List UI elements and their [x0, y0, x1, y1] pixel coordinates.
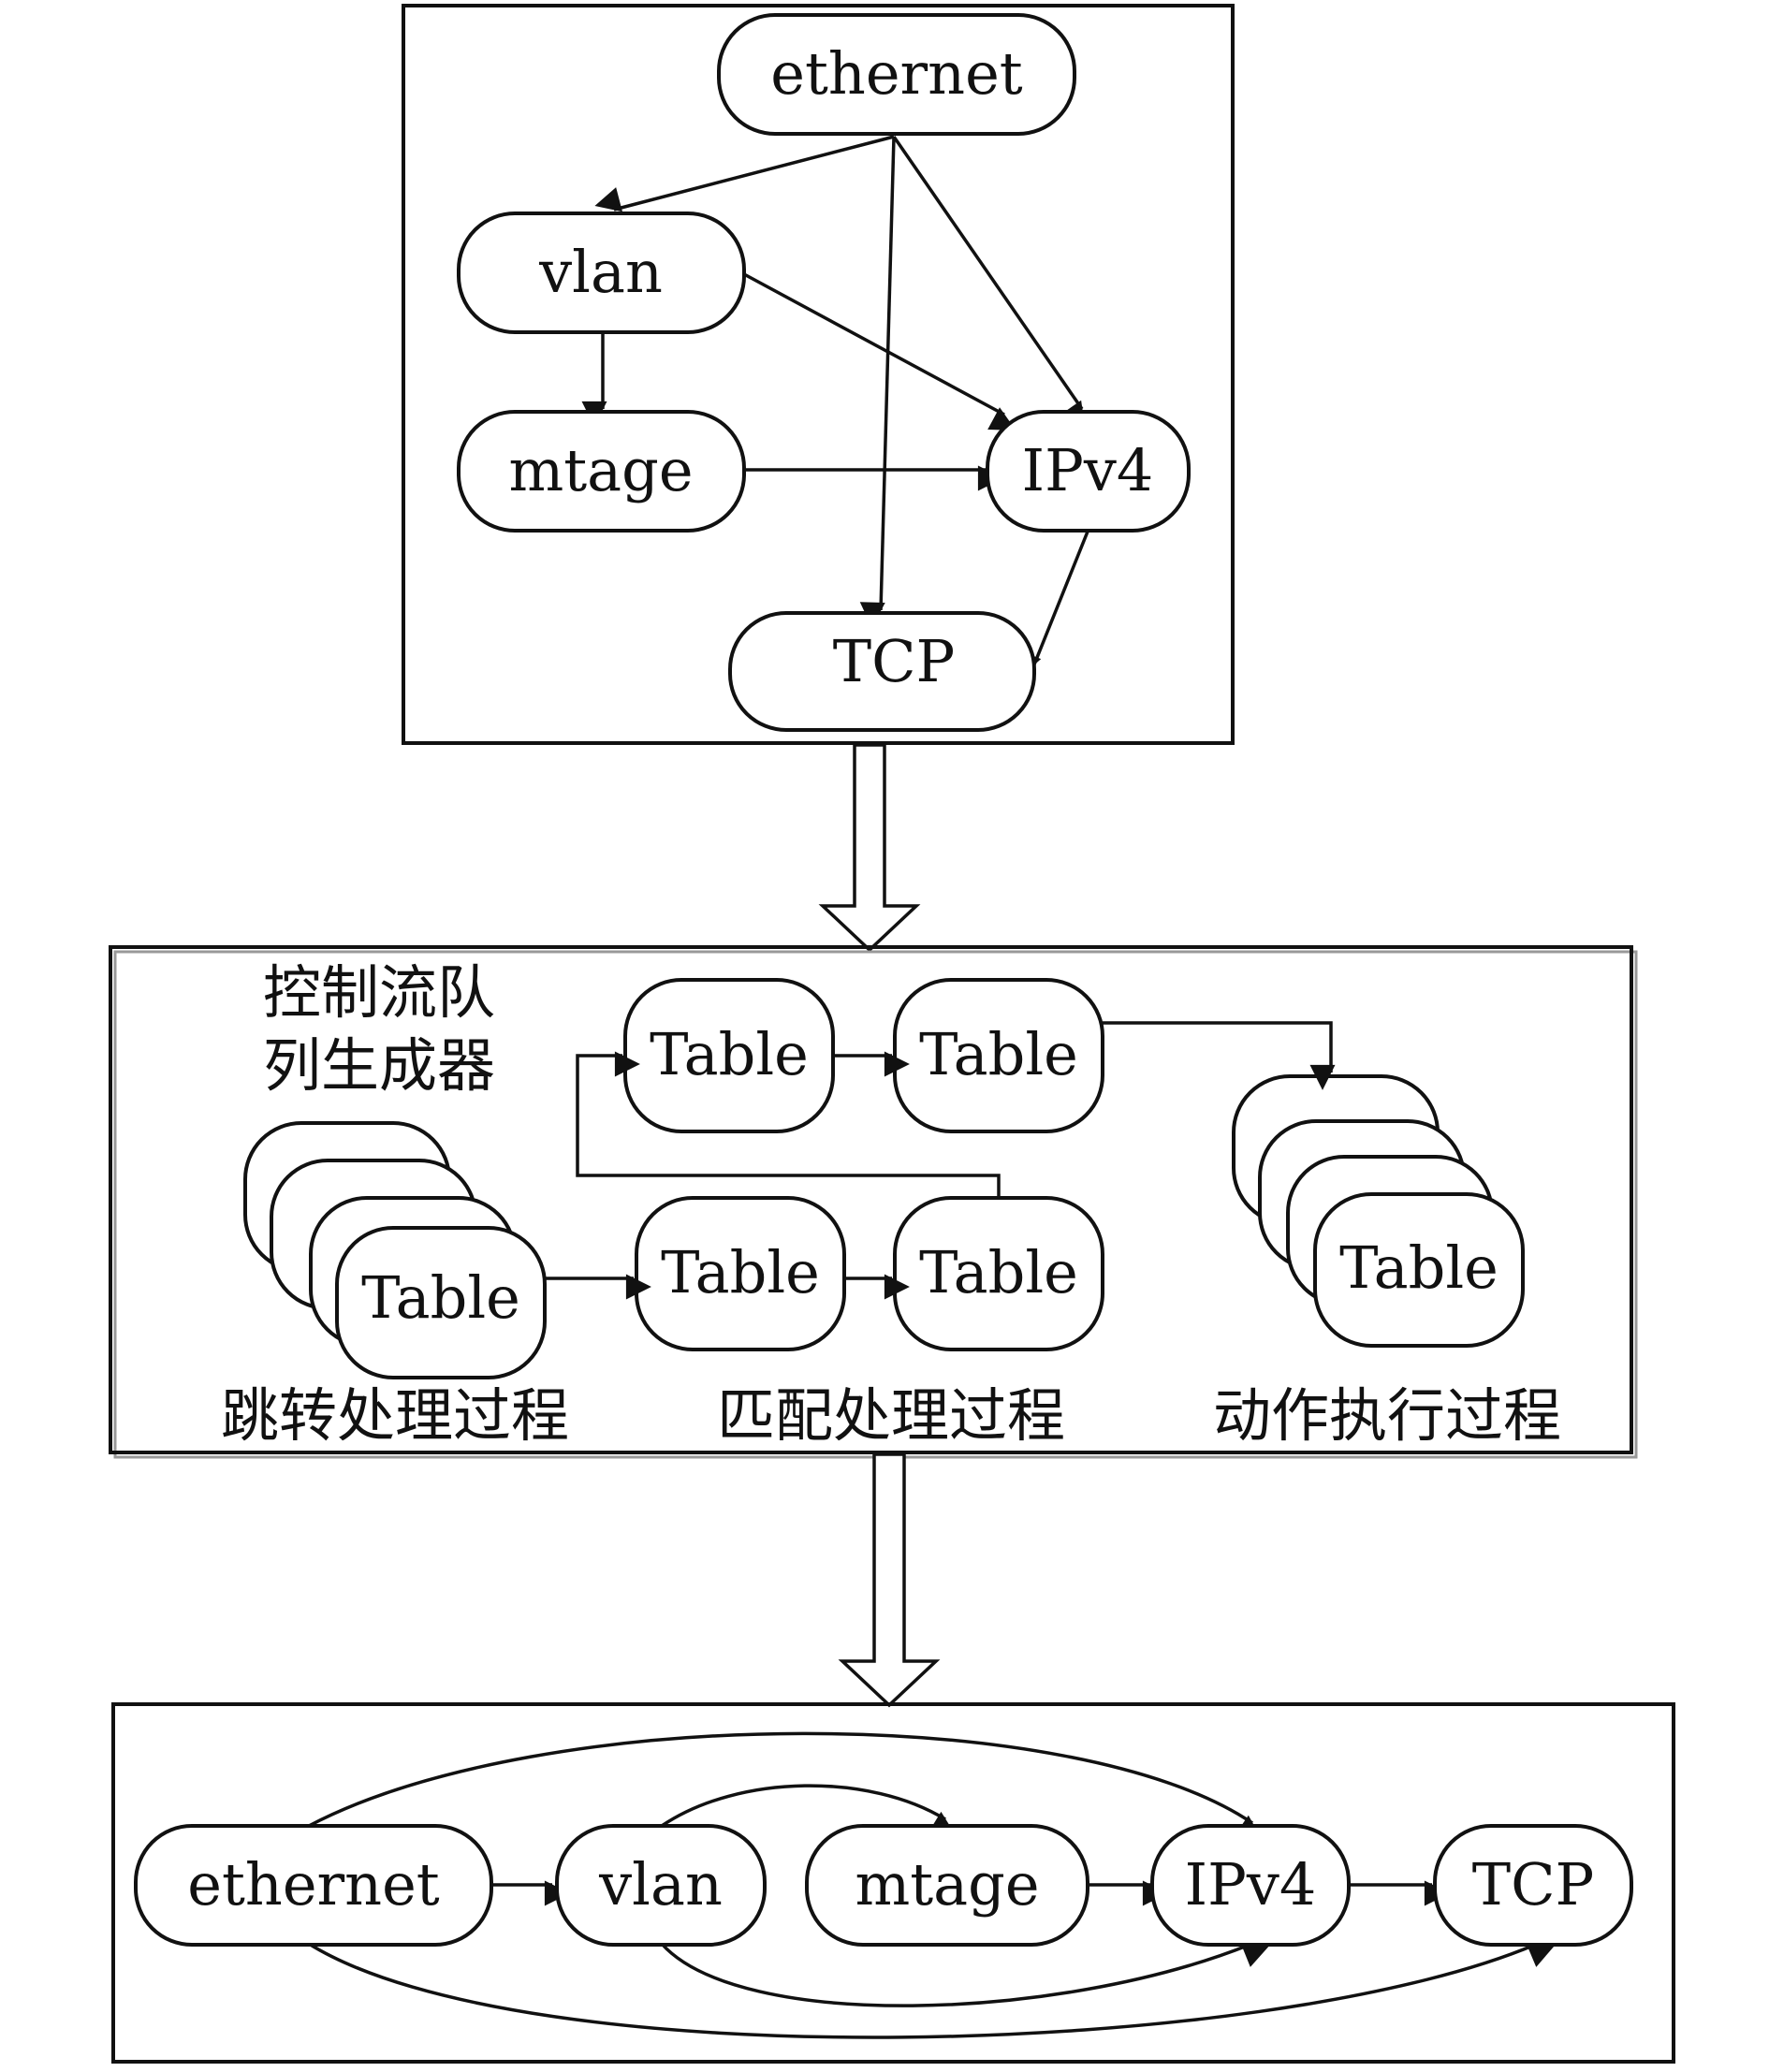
- edge-ethernet-vlan: [594, 135, 895, 212]
- node-shape: [805, 1824, 1089, 1947]
- middle-frame: [109, 945, 1633, 1454]
- bottom-node-ipv4: IPv4: [1150, 1824, 1351, 1947]
- top-node-ipv4: IPv4: [986, 410, 1191, 533]
- stage-label-match: 匹配处理过程: [717, 1381, 1065, 1450]
- edge-vlan-mtage-arc: [661, 1784, 957, 1836]
- top-node-vlan: vlan: [457, 212, 746, 334]
- edge-match-to-action: [1103, 1021, 1336, 1090]
- middle-panel: 控制流队 列生成器 Table Table Table Table Table: [109, 945, 1638, 1459]
- action-table-label: Table: [1339, 1233, 1499, 1302]
- node-label: mtage: [508, 436, 693, 504]
- jump-table-stack: Table: [243, 1121, 547, 1379]
- node-label: ethernet: [770, 39, 1022, 108]
- node-shape: [457, 212, 746, 334]
- edge-ethernet-ipv4: [892, 136, 1086, 429]
- bottom-node-mtage: mtage: [805, 1824, 1089, 1947]
- edge-ethernet-ipv4-arc: [308, 1731, 1263, 1841]
- node-label: vlan: [538, 238, 663, 306]
- node-label: IPv4: [1185, 1850, 1317, 1919]
- stage-label-jump: 跳转处理过程: [221, 1381, 569, 1450]
- top-frame: [402, 4, 1235, 745]
- action-table-stack: Table: [1232, 1074, 1525, 1348]
- node-label: IPv4: [1022, 436, 1154, 504]
- node-shape: [1433, 1824, 1633, 1947]
- jump-table-front: [335, 1226, 547, 1379]
- table-label: Table: [919, 1238, 1078, 1306]
- action-table-front: [1313, 1192, 1525, 1348]
- table-label: Table: [661, 1238, 820, 1306]
- node-label: TCP: [1472, 1850, 1595, 1919]
- bottom-node-vlan: vlan: [555, 1824, 767, 1947]
- table-label: Table: [650, 1020, 809, 1088]
- flow-arrow-top-middle: [818, 743, 921, 953]
- jump-table-label: Table: [361, 1263, 520, 1332]
- edge-ethernet-tcp: [859, 136, 896, 628]
- edge-vlan-ipv4: [743, 272, 1016, 430]
- node-label: ethernet: [187, 1850, 439, 1919]
- stage-label-action: 动作执行过程: [1213, 1381, 1561, 1450]
- edge-vlan-ipv4-arc: [660, 1942, 1269, 2007]
- node-shape: [717, 13, 1076, 136]
- table-label: Table: [919, 1020, 1078, 1088]
- node-shape: [457, 410, 746, 533]
- edge-ipv4-tcp: [1017, 531, 1089, 679]
- bottom-node-tcp: TCP: [1433, 1824, 1633, 1947]
- top-panel: ethernet vlan mtage IPv4 TCP: [402, 4, 1235, 745]
- generator-label-line2: 列生成器: [263, 1031, 495, 1100]
- table-shape: [635, 1196, 846, 1351]
- bottom-frame: [111, 1702, 1675, 2064]
- node-shape: [986, 410, 1191, 533]
- node-shape: [134, 1824, 493, 1947]
- match-table-bottom-left: Table: [635, 1196, 846, 1351]
- edge-loop-back: [576, 1051, 1001, 1198]
- top-node-tcp: TCP: [728, 611, 1036, 732]
- bottom-node-ethernet: ethernet: [134, 1824, 493, 1947]
- edge-ethernet-tcp-arc: [308, 1942, 1555, 2039]
- top-node-mtage: mtage: [457, 410, 746, 533]
- node-label: TCP: [833, 627, 956, 695]
- node-shape: [1150, 1824, 1351, 1947]
- flow-arrow-middle-bottom: [838, 1452, 941, 1708]
- node-shape: [728, 611, 1036, 732]
- node-shape: [555, 1824, 767, 1947]
- node-label: vlan: [598, 1850, 723, 1919]
- top-node-ethernet: ethernet: [717, 13, 1076, 136]
- node-label: mtage: [855, 1850, 1039, 1919]
- generator-label-line1: 控制流队: [263, 958, 495, 1027]
- match-table-top-left: Table: [623, 978, 835, 1133]
- bottom-panel: ethernet vlan mtage IPv4 TCP: [111, 1702, 1675, 2064]
- match-table-top-right: Table: [893, 978, 1104, 1133]
- match-table-bottom-right: Table: [893, 1196, 1104, 1351]
